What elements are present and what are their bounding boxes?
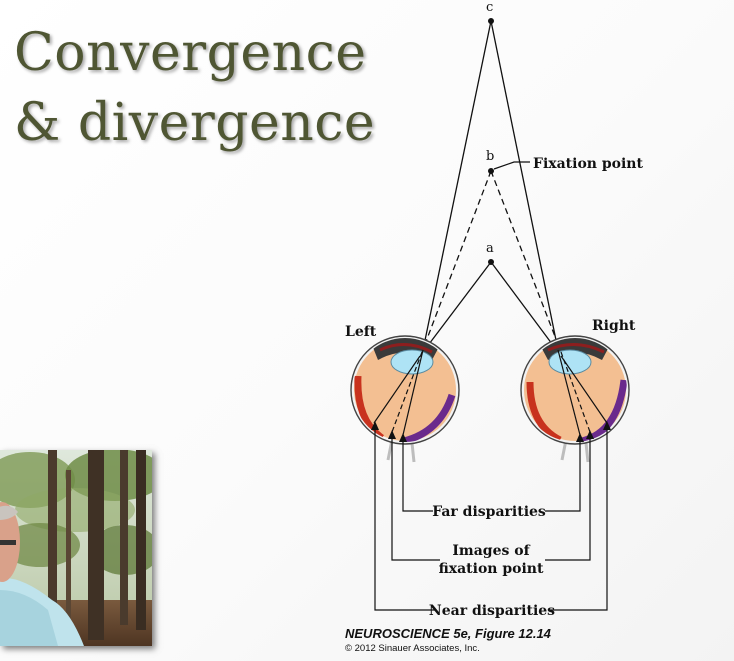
point-a-label: a xyxy=(486,241,494,256)
figure-copyright: © 2012 Sinauer Associates, Inc. xyxy=(345,643,480,654)
left-eye-rays xyxy=(373,349,424,436)
point-c-dot xyxy=(488,18,494,24)
fixation-label: Fixation point xyxy=(533,156,643,172)
images-of-label-line1: Images of xyxy=(452,543,530,559)
far-disparities-label: Far disparities xyxy=(432,504,546,520)
point-a-dot xyxy=(488,259,494,265)
right-eye-rays xyxy=(557,349,608,436)
fixation-leader xyxy=(493,161,530,170)
right-eye-label: Right xyxy=(592,318,636,334)
right-eye-icon xyxy=(520,335,630,463)
title-line-2: & divergence xyxy=(14,93,376,153)
images-of-label-line2: fixation point xyxy=(439,561,544,577)
title-line-1: Convergence xyxy=(14,23,367,83)
point-b-label: b xyxy=(486,149,494,164)
point-b-dot xyxy=(488,168,494,174)
disparity-leaders xyxy=(374,428,608,611)
left-eye-label: Left xyxy=(345,324,377,340)
point-c-label: c xyxy=(486,0,493,15)
retina-arrowheads xyxy=(371,421,611,442)
figure-caption: NEUROSCIENCE 5e, Figure 12.14 © 2012 Sin… xyxy=(345,626,551,654)
near-disparities-label: Near disparities xyxy=(429,603,555,619)
figure-source: NEUROSCIENCE 5e, Figure 12.14 xyxy=(345,626,551,641)
sight-lines-a xyxy=(419,261,562,357)
slide-title: Convergence & divergence xyxy=(14,18,375,158)
sight-lines-c xyxy=(422,20,559,351)
sight-lines-b xyxy=(421,170,562,353)
presenter-webcam-video xyxy=(0,450,152,646)
webcam-presenter-video-icon xyxy=(0,450,152,646)
